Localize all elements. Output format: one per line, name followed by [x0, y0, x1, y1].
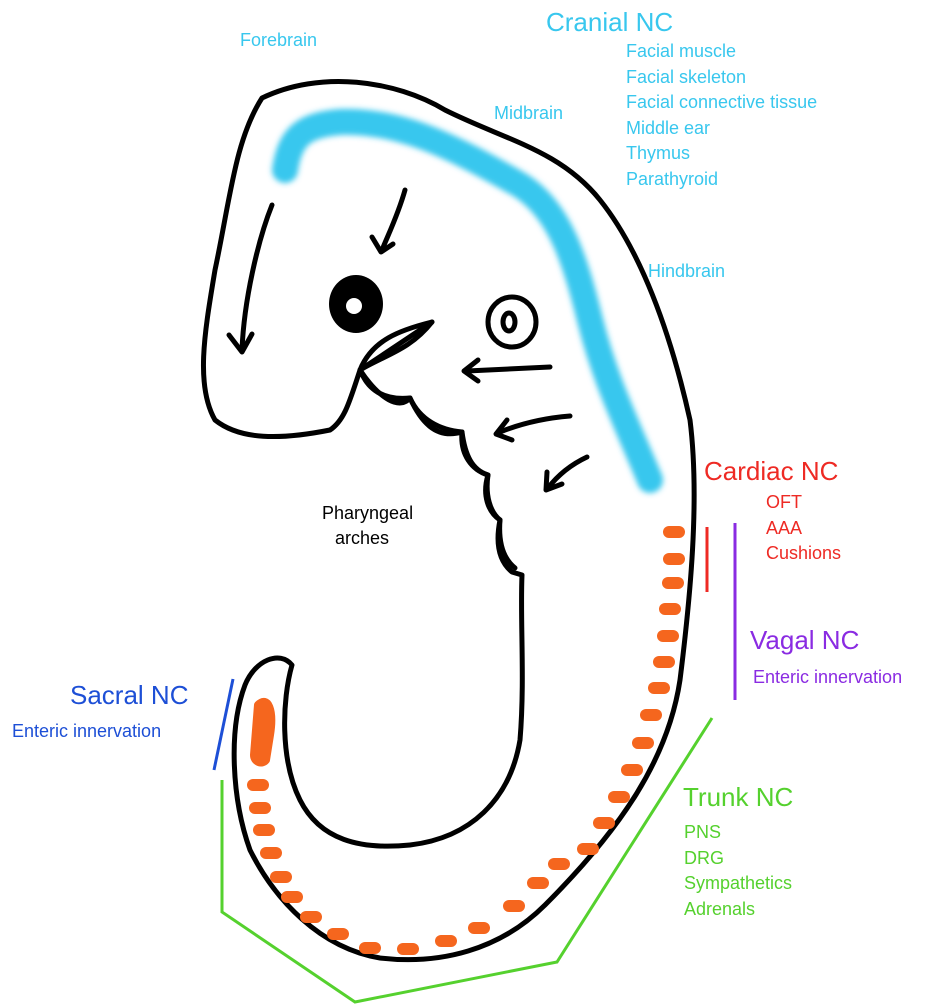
sacral-nc-derivative: Enteric innervation [12, 722, 161, 740]
cranial-derivative: Thymus [626, 141, 817, 167]
somite [663, 553, 685, 565]
eye [329, 275, 383, 333]
trunk-nc-bracket [222, 718, 712, 1002]
somite [632, 737, 654, 749]
hindbrain-label: Hindbrain [648, 262, 725, 280]
trunk-derivative: Sympathetics [684, 871, 792, 897]
somite [300, 911, 322, 923]
cranial-derivative: Facial skeleton [626, 65, 817, 91]
trunk-derivative: PNS [684, 820, 792, 846]
arrow-midbrain [382, 190, 405, 250]
somite [359, 942, 381, 954]
somite [249, 802, 271, 814]
somite [253, 824, 275, 836]
somite [281, 891, 303, 903]
somite [608, 791, 630, 803]
trunk-derivative: Adrenals [684, 897, 792, 923]
midbrain-label: Midbrain [494, 104, 563, 122]
somite [468, 922, 490, 934]
somite [593, 817, 615, 829]
cranial-derivative: Facial connective tissue [626, 90, 817, 116]
sacral-nc-bracket [214, 679, 233, 770]
embryo-outline [203, 81, 694, 959]
cardiac-nc-title: Cardiac NC [704, 458, 838, 484]
somite [640, 709, 662, 721]
pharyngeal-arches-label-line2: arches [335, 529, 389, 547]
somite-row [247, 526, 685, 955]
somite [648, 682, 670, 694]
arrow-hindbrain-2 [500, 416, 570, 432]
cranial-derivative: Parathyroid [626, 167, 817, 193]
arrow-hindbrain-3 [548, 457, 587, 488]
cranial-nc-derivatives: Facial muscle Facial skeleton Facial con… [626, 39, 817, 192]
pharyngeal-arches-label-line1: Pharyngeal [322, 504, 413, 522]
somite [247, 779, 269, 791]
trunk-nc-title: Trunk NC [683, 784, 793, 810]
somite [621, 764, 643, 776]
somite [260, 847, 282, 859]
somite [653, 656, 675, 668]
somite [270, 871, 292, 883]
vagal-nc-title: Vagal NC [750, 627, 859, 653]
sacral-tail-region [254, 702, 271, 763]
cardiac-derivative: OFT [766, 490, 841, 516]
otic-vesicle [488, 297, 536, 347]
trunk-derivative: DRG [684, 846, 792, 872]
trunk-nc-derivatives: PNS DRG Sympathetics Adrenals [684, 820, 792, 922]
somite [659, 603, 681, 615]
cardiac-nc-derivatives: OFT AAA Cushions [766, 490, 841, 567]
cardiac-derivative: AAA [766, 516, 841, 542]
somite [503, 900, 525, 912]
forebrain-label: Forebrain [240, 31, 317, 49]
somite [548, 858, 570, 870]
cardiac-derivative: Cushions [766, 541, 841, 567]
vagal-nc-derivative: Enteric innervation [753, 668, 902, 686]
somite [527, 877, 549, 889]
arrow-hindbrain-1 [467, 367, 550, 371]
somite [662, 577, 684, 589]
arrow-forebrain [242, 205, 272, 350]
sacral-nc-title: Sacral NC [70, 682, 188, 708]
cranial-derivative: Facial muscle [626, 39, 817, 65]
cranial-nc-title: Cranial NC [546, 9, 673, 35]
somite [663, 526, 685, 538]
somite [657, 630, 679, 642]
somite [435, 935, 457, 947]
somite [577, 843, 599, 855]
somite [397, 943, 419, 955]
somite [327, 928, 349, 940]
cranial-derivative: Middle ear [626, 116, 817, 142]
